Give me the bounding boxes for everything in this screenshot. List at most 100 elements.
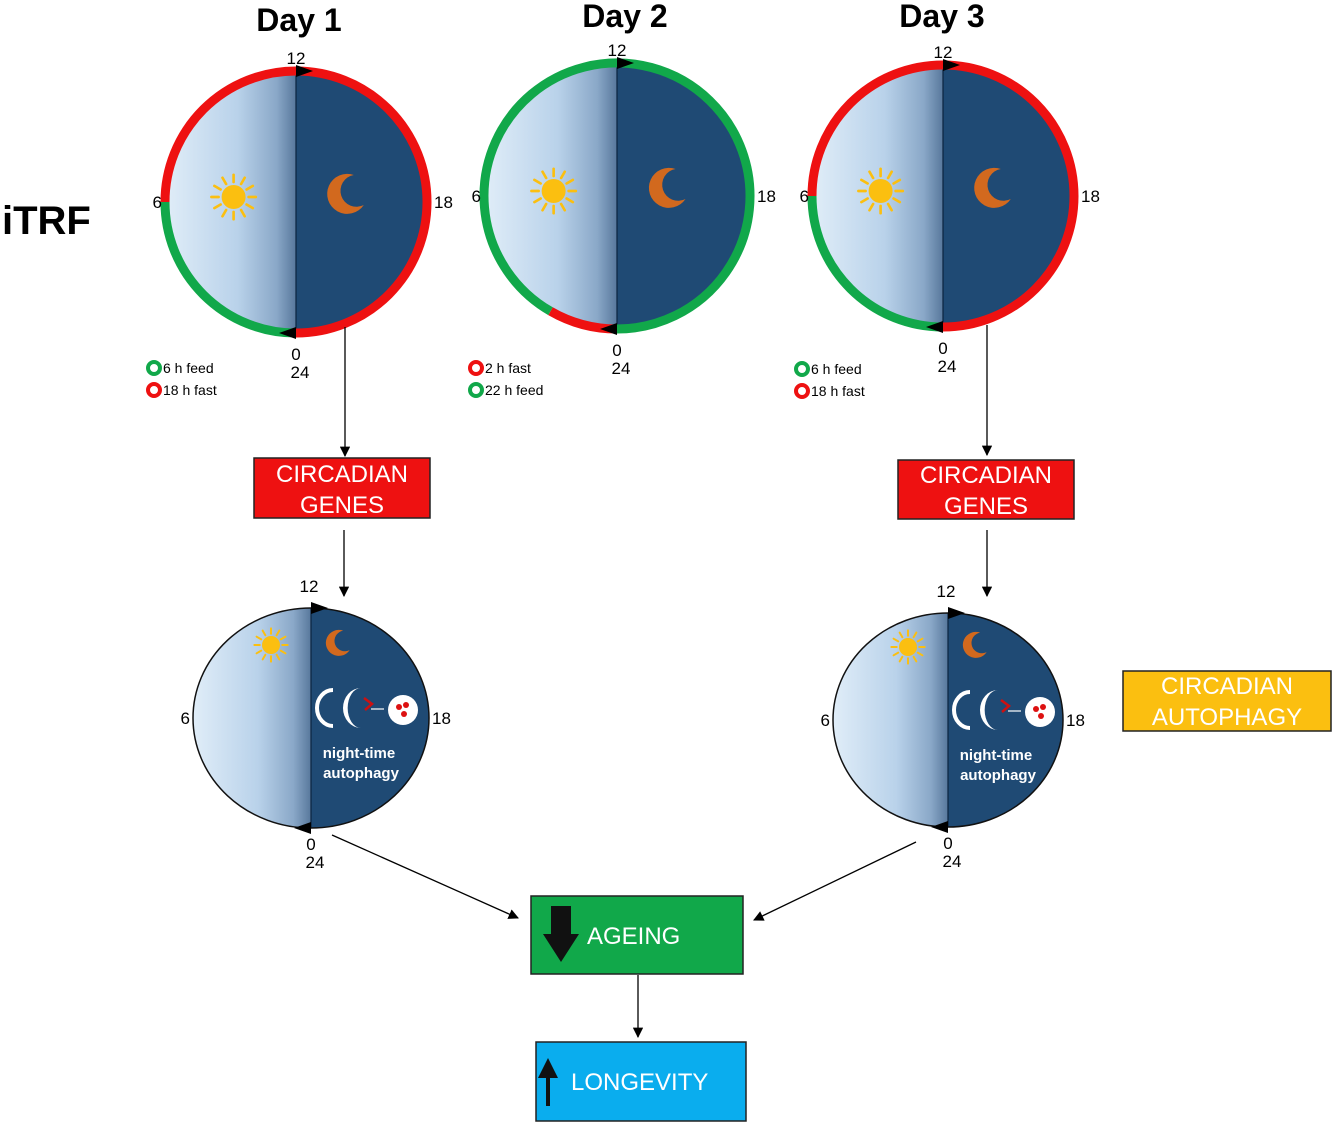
sun-icon — [530, 167, 578, 215]
fast-arc — [160, 66, 432, 338]
tick-0: 0 — [943, 834, 952, 853]
arrow-left-to-ageing — [331, 834, 519, 919]
box-line: GENES — [300, 492, 384, 519]
sun-ray — [898, 631, 904, 639]
legend-fast-text: 18 h fast — [163, 382, 217, 398]
tick-6: 6 — [821, 711, 830, 730]
sun-ray — [541, 202, 548, 212]
sun-ray — [261, 653, 267, 661]
moon-icon — [648, 167, 686, 208]
cargo — [1000, 699, 1011, 713]
legend-feed-marker — [794, 361, 810, 377]
up-arrow-icon — [538, 1058, 558, 1106]
arrow-right-to-ageing — [753, 841, 917, 921]
circadian-autophagy-box: CIRCADIAN AUTOPHAGY — [1122, 670, 1332, 732]
sun-ray — [279, 635, 287, 641]
sun-disc — [541, 179, 566, 203]
tick-12: 12 — [287, 49, 306, 68]
sun-ray — [213, 203, 222, 210]
sun-disc — [262, 636, 280, 654]
day3-title: Day 3 — [899, 0, 984, 34]
sun-ray — [221, 176, 228, 186]
night-half — [617, 64, 749, 328]
sun-ray — [559, 202, 567, 212]
box-line: AUTOPHAGY — [1152, 704, 1302, 731]
day2-legend: 2 h fast 22 h feed — [468, 360, 543, 398]
tick-0: 0 — [306, 835, 315, 854]
tick-6: 6 — [181, 709, 190, 728]
sun-ray — [221, 208, 228, 218]
sun-icon — [857, 167, 905, 215]
feed-arc — [807, 195, 944, 332]
lysosome-content — [396, 704, 402, 710]
ageing-label: AGEING — [587, 923, 680, 950]
tick-6: 6 — [472, 187, 481, 206]
tick-18: 18 — [1066, 711, 1085, 730]
sun-disc — [868, 179, 893, 203]
sun-ray — [868, 202, 875, 212]
autophagy-icon — [952, 690, 1055, 730]
day-half — [833, 613, 948, 827]
sun-ray — [916, 651, 924, 657]
phagophore — [952, 690, 971, 730]
longevity-box: LONGEVITY — [535, 1041, 747, 1122]
autophagosome — [980, 690, 998, 730]
down-arrow-icon — [543, 906, 579, 962]
box-line: CIRCADIAN — [276, 461, 408, 488]
clock-direction-bottom — [931, 821, 948, 833]
clock-direction-top — [943, 59, 960, 71]
clock-direction-bottom — [279, 327, 296, 339]
tick-24: 24 — [943, 852, 962, 871]
sun-ray — [886, 202, 894, 212]
sun-ray — [886, 170, 894, 180]
autophagy-label: autophagy — [323, 765, 399, 782]
moon-icon — [974, 167, 1011, 208]
sun-ray — [559, 170, 567, 180]
autophagy-label: autophagy — [960, 767, 1036, 784]
night-time-label: night-time — [960, 747, 1033, 764]
tick-18: 18 — [757, 187, 776, 206]
tick-12: 12 — [608, 41, 627, 60]
sun-ray — [245, 184, 255, 191]
day-half — [193, 608, 311, 828]
sun-ray — [860, 178, 869, 185]
tick-0: 0 — [291, 345, 300, 364]
sun-ray — [239, 208, 247, 218]
day2-feeding-clock: 12 6 18 024 — [472, 41, 776, 378]
itrf-title: iTRF — [2, 199, 91, 243]
sun-ray — [912, 631, 918, 639]
sun-ray — [213, 184, 222, 191]
moon-icon — [327, 173, 364, 214]
longevity-label: LONGEVITY — [571, 1069, 708, 1096]
day1-legend: 6 h feed 18 h fast — [146, 360, 217, 398]
phagophore — [315, 688, 334, 728]
sun-icon — [253, 627, 289, 663]
clock-direction-top — [311, 602, 328, 614]
tick-6: 6 — [153, 193, 162, 212]
tick-18: 18 — [434, 193, 453, 212]
sun-ray — [533, 197, 542, 204]
day1-feeding-clock: 12 6 18 024 — [153, 49, 453, 382]
ageing-box: AGEING — [530, 895, 744, 975]
sun-disc — [899, 638, 917, 656]
tick-24: 24 — [612, 359, 631, 378]
tick-24: 24 — [291, 363, 310, 382]
box-line: CIRCADIAN — [920, 462, 1052, 489]
lysosome-content — [1040, 704, 1046, 710]
day2-title: Day 2 — [582, 0, 667, 34]
legend-feed-text: 6 h feed — [163, 360, 214, 376]
moon-icon — [962, 631, 987, 658]
tick-0: 0 — [612, 341, 621, 360]
sun-ray — [868, 170, 875, 180]
clock-direction-top — [296, 65, 313, 77]
sun-icon — [210, 173, 258, 221]
lysosome — [1025, 697, 1055, 727]
sun-ray — [275, 653, 281, 661]
day3-legend: 6 h feed 18 h fast — [794, 361, 865, 399]
legend-feed-text: 6 h feed — [811, 361, 862, 377]
legend-fast-marker — [146, 382, 162, 398]
sun-ray — [245, 203, 255, 210]
autophagy-icon — [315, 688, 418, 728]
